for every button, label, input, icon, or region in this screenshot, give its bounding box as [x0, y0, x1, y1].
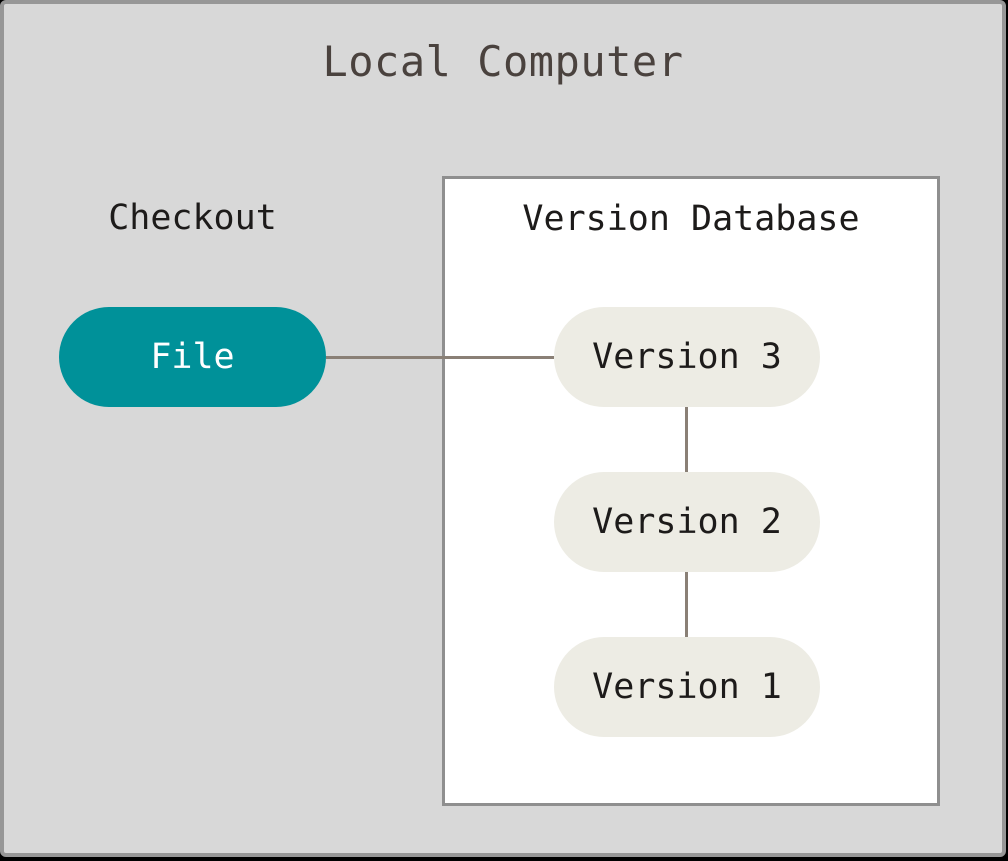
diagram-layer: Local Computer Checkout Version Database…	[4, 4, 1002, 853]
checkout-label: Checkout	[108, 198, 277, 238]
version-node-2: Version 2	[554, 472, 820, 572]
connector-file-to-version3	[326, 356, 554, 359]
connector-version2-to-version1	[685, 572, 688, 637]
version-database-label: Version Database	[522, 199, 860, 239]
file-node: File	[59, 307, 326, 407]
diagram-title: Local Computer	[322, 37, 684, 86]
version-node-3: Version 3	[554, 307, 820, 407]
version-node-1: Version 1	[554, 637, 820, 737]
connector-version3-to-version2	[685, 407, 688, 472]
